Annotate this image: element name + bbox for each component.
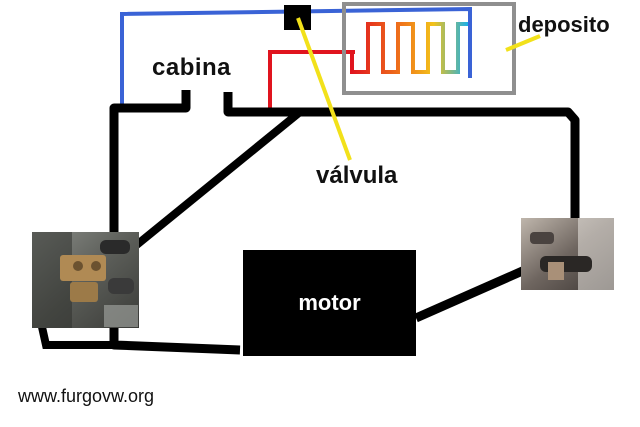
tank-pointer (505, 34, 541, 52)
hot-line (268, 50, 355, 108)
hose-motor-right (414, 260, 538, 323)
pump-photo (521, 218, 614, 290)
valve-photo (32, 232, 139, 328)
hose-diagonal (125, 108, 303, 256)
watermark-url[interactable]: www.furgovw.org (18, 386, 155, 406)
motor-label: motor (298, 290, 361, 315)
deposito-label: deposito (518, 12, 610, 37)
valvula-label: válvula (316, 162, 398, 189)
valve-pointer (296, 17, 352, 161)
hose-return (223, 92, 580, 222)
valve-icon (284, 5, 311, 30)
motor-block (243, 250, 416, 356)
hose-main-loop (109, 90, 241, 355)
cabina-label: cabina (152, 54, 232, 81)
heater-coil (350, 22, 468, 74)
